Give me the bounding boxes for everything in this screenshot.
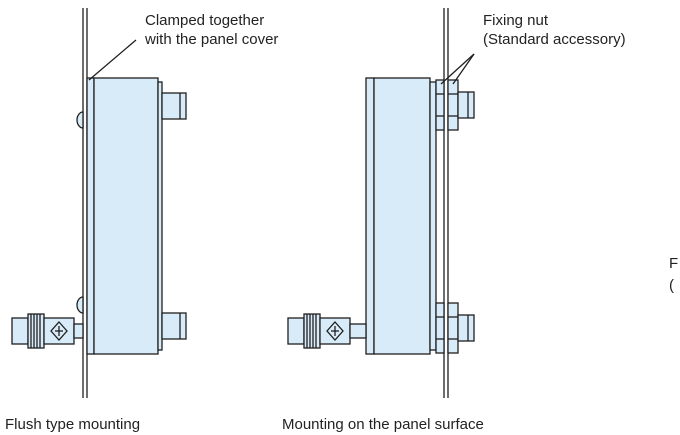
surface-fixing-nut-bottom — [435, 302, 475, 354]
surface-housing-front — [365, 77, 375, 355]
flush-terminal-top — [161, 92, 187, 120]
surface-connector — [287, 313, 367, 349]
surface-fixing-nut-top — [435, 79, 475, 131]
flush-housing — [93, 77, 159, 355]
flush-connector — [11, 313, 84, 349]
flush-connector-diamond-icon — [50, 321, 68, 341]
surface-leader-line-1 — [440, 53, 475, 85]
surface-caption: Mounting on the panel surface — [282, 416, 484, 433]
flush-terminal-bottom — [161, 312, 187, 340]
cropped-text-line2: ( — [669, 277, 674, 294]
surface-connector-diamond-icon — [326, 321, 344, 341]
flush-label-line1: Clamped together — [145, 12, 264, 29]
surface-housing — [373, 77, 431, 355]
flush-mounting-figure: Clamped together with the panel cover Fl… — [5, 8, 278, 433]
surface-label-line1: Fixing nut — [483, 12, 549, 29]
surface-label-line2: (Standard accessory) — [483, 31, 626, 48]
flush-caption: Flush type mounting — [5, 416, 140, 433]
surface-mounting-figure: Fixing nut (Standard accessory) Mounting… — [282, 8, 626, 433]
flush-panel-bump-top — [76, 111, 84, 129]
surface-housing-back — [429, 81, 437, 351]
flush-label-line2: with the panel cover — [144, 31, 278, 48]
flush-leader-line — [88, 39, 137, 81]
flush-panel-bump-bottom — [76, 296, 84, 314]
surface-leader-line-2 — [452, 53, 475, 85]
flush-rear-step-top — [157, 81, 163, 351]
flush-bezel — [86, 77, 95, 355]
cropped-text-line1: F — [669, 255, 678, 272]
